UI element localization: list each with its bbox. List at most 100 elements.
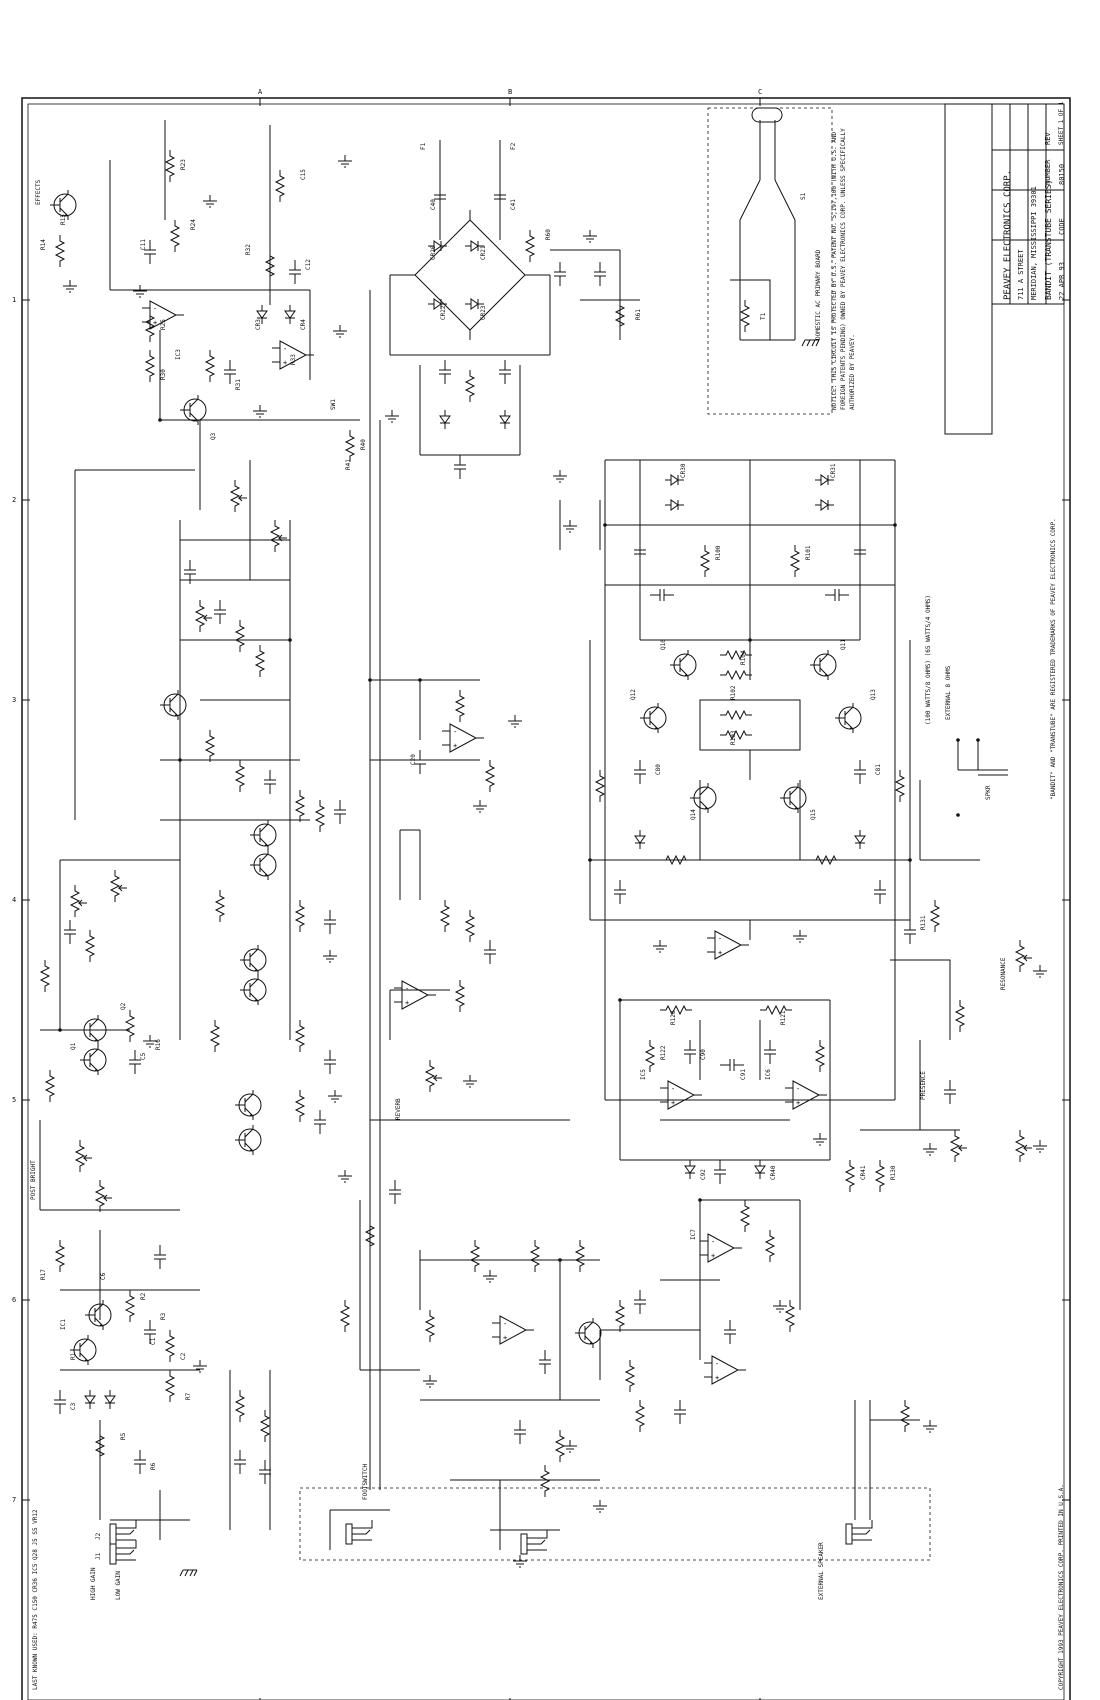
bright-pot: [95, 1179, 113, 1213]
sheet-border: [21, 97, 1071, 1700]
resistor-r123: [815, 1039, 825, 1073]
cap-c82: [649, 588, 675, 602]
part-designator: R16: [155, 1039, 162, 1050]
part-designator: R41: [345, 459, 352, 470]
resistor-r62: [465, 369, 475, 403]
preamp-transistor-q16: [234, 1124, 262, 1156]
ground-symbol: [552, 469, 568, 483]
low-gain-label: LOW GAIN: [115, 1571, 122, 1600]
drawing-number: 80150: [1058, 163, 1066, 185]
cap-c36: [313, 1109, 327, 1135]
resistor-r125: [875, 1159, 885, 1193]
part-designator: R17: [40, 1269, 47, 1280]
cap-c42: [553, 261, 567, 287]
cap-c101: [943, 1079, 957, 1105]
emitter-resistor-r102: [719, 710, 753, 720]
resistor-r31: [205, 349, 215, 383]
ground-symbol: [792, 929, 808, 943]
company-name: PEAVEY ELECTRONICS CORP.: [1003, 169, 1013, 300]
diode-cr34: [634, 829, 646, 850]
part-designator: C80: [655, 764, 662, 775]
part-designator: CR20: [430, 245, 437, 260]
resistor-r32: [275, 169, 285, 203]
part-designator: IC3: [175, 349, 182, 360]
zener-cr25: [499, 409, 511, 430]
resistor-r132: [900, 1399, 910, 1433]
ground-symbol: [132, 284, 148, 298]
resistor-r126: [740, 1199, 750, 1233]
diode-cr35: [854, 829, 866, 850]
part-designator: IC1: [60, 1319, 67, 1330]
ground-symbol: [337, 154, 353, 168]
low-gain-input-jack: [109, 1539, 137, 1565]
part-designator: C40: [430, 199, 437, 210]
part-designator: R33: [290, 354, 297, 365]
output-transistor-q10: [669, 649, 697, 681]
part-designator: CR22: [440, 305, 447, 320]
cap-c52: [513, 1419, 527, 1445]
diode-cr41: [754, 1159, 766, 1180]
resonance-label: RESONANCE: [1000, 957, 1007, 990]
resistor-r63: [210, 1019, 220, 1053]
resistor-r42: [440, 899, 450, 933]
resistor-r44: [455, 979, 465, 1013]
speaker-label: SPKR: [985, 785, 992, 800]
output-stage-section: [589, 459, 911, 1101]
resistor-r74: [530, 1239, 540, 1273]
part-designator: C92: [700, 1169, 707, 1180]
driver-transistor-q13: [834, 702, 862, 734]
cap-c44: [438, 359, 452, 385]
part-designator: R60: [545, 229, 552, 240]
resistor-r5: [165, 1329, 175, 1363]
resistor-r6: [165, 1369, 175, 1403]
part-designator: R24: [190, 219, 197, 230]
part-designator: R101: [805, 545, 812, 560]
resistor-r104: [719, 650, 753, 660]
part-designator: R7: [185, 1392, 192, 1400]
part-designator: C11: [140, 239, 147, 250]
diode-cr4: [284, 304, 296, 325]
ground-symbol: [252, 404, 268, 418]
ground-symbol: [772, 1299, 788, 1313]
ground-symbol: [327, 1089, 343, 1103]
row-marker: 1: [12, 296, 17, 304]
preamp-top-section: [74, 120, 381, 1490]
resistor-r71: [340, 1299, 350, 1333]
cap-c83: [824, 588, 850, 602]
resistor-r101: [790, 544, 800, 578]
part-designator: R130: [890, 1165, 897, 1180]
signal-nodes: [58, 418, 912, 1262]
resistor-r107: [895, 769, 905, 803]
cap-c5: [63, 919, 77, 945]
company-city: MERIDIAN, MISSISSIPPI 39301: [1030, 186, 1038, 300]
eq-section: [160, 539, 310, 821]
part-designator: R103: [730, 730, 737, 745]
output-terminal: [956, 738, 960, 742]
row-marker: 4: [12, 896, 17, 904]
op-amp-ic8: [699, 1233, 743, 1263]
part-designator: Q13: [870, 689, 877, 700]
fet-switch-q20: [574, 1317, 602, 1349]
presence-label: PRESENCE: [920, 1071, 927, 1100]
column-marker: B: [508, 88, 513, 96]
column-marker: C: [758, 88, 763, 96]
ac-primary-box: [707, 107, 833, 415]
part-designator: R31: [235, 379, 242, 390]
diode-cr2: [104, 1389, 116, 1410]
part-designator: Q14: [690, 809, 697, 820]
preamp-transistor-q6: [249, 849, 277, 881]
part-designator: R30: [160, 369, 167, 380]
cap-c34: [323, 909, 337, 935]
part-designator: CR31: [830, 463, 837, 478]
cap-c21: [483, 939, 497, 965]
resistor-r17: [125, 1009, 135, 1043]
part-designator: S1: [800, 192, 807, 200]
chassis-ground-symbol: [179, 1569, 198, 1577]
part-designator: CR21: [480, 245, 487, 260]
resistor-r131: [930, 899, 940, 933]
resistor-r79: [540, 1464, 550, 1498]
op-amp-ic6: [659, 1080, 703, 1110]
cap-c95: [723, 1319, 737, 1345]
resistor-r128: [785, 1299, 795, 1333]
